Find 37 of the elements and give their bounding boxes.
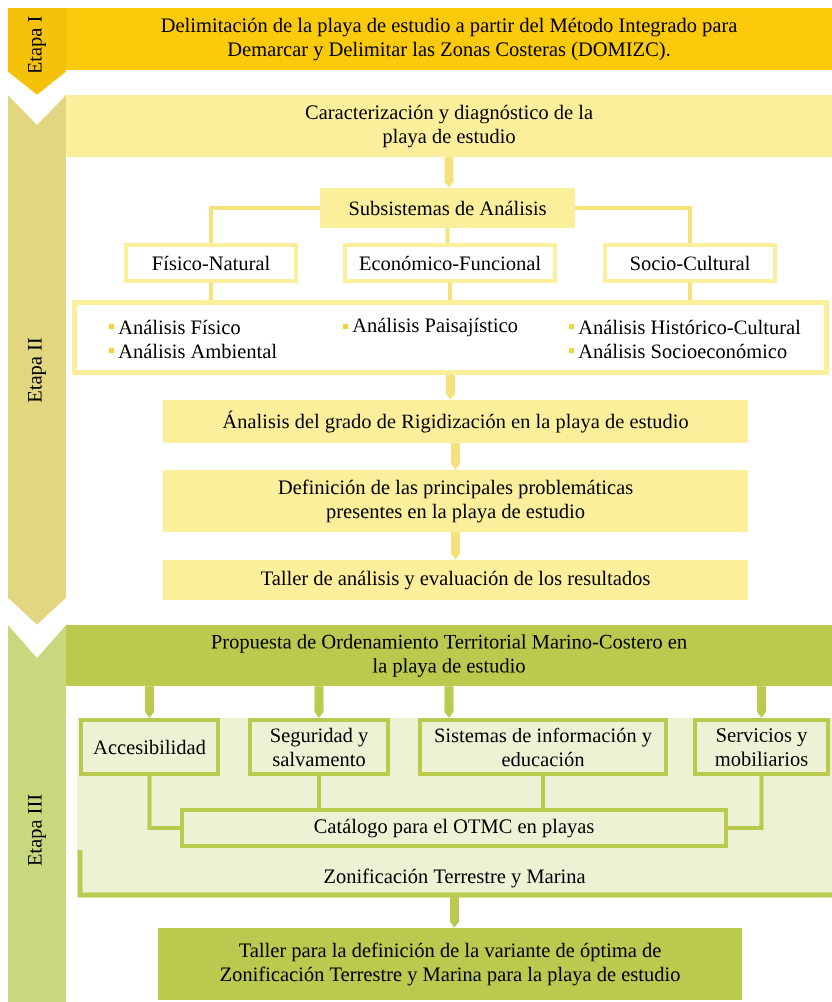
chevron-tip [8, 597, 66, 625]
analysis-box [72, 300, 829, 375]
process-box: Taller de análisis y evaluación de los resultados [163, 560, 748, 600]
list-item: Análisis Físico [118, 319, 240, 335]
connector [147, 776, 180, 830]
connector [209, 206, 320, 243]
connector [575, 206, 692, 243]
node-label: Etapa I [28, 16, 46, 74]
list-item: Análisis Paisajístico [352, 317, 518, 337]
category-box: Seguridad y salvamento [248, 718, 390, 776]
list-item: Análisis Socioeconómico [578, 343, 787, 359]
category-box: Accesibilidad [79, 718, 220, 776]
category-box: Servicios y mobiliarios [693, 718, 830, 776]
connector [448, 283, 452, 300]
connector [688, 283, 692, 300]
list-item: Análisis Ambiental [118, 343, 277, 359]
connector [728, 776, 764, 830]
connector [541, 776, 545, 808]
chevron-tip [8, 71, 66, 95]
node-label: Etapa II [28, 338, 46, 403]
process-box: Propuesta de Ordenamiento Territorial Marino-Costero en la playa de estudio [66, 625, 832, 686]
list-item: Análisis Histórico-Cultural [578, 319, 801, 335]
process-box: Delimitación de la playa de estudio a partir del Método Integrado para Demarcar y Delimitar las Zonas Costeras (DOMIZC). [66, 8, 832, 70]
process-box: Definición de las principales problemáticas presentes en la playa de estudio [163, 470, 748, 532]
category-box: Catálogo para el OTMC en playas [180, 808, 728, 848]
category-box: Económico-Funcional [343, 243, 557, 283]
category-box: Socio-Cultural [603, 243, 777, 283]
category-box: Físico-Natural [124, 243, 298, 283]
stage-band: Etapa III [8, 625, 66, 1002]
process-box: Subsistemas de Análisis [320, 188, 575, 228]
process-box: Ánalisis del grado de Rigidización en la playa de estudio [163, 400, 748, 443]
process-box: Caracterización y diagnóstico de la playa de estudio [66, 95, 832, 157]
connector [317, 776, 321, 808]
category-box: Sistemas de información y educación [418, 718, 668, 776]
connector [209, 283, 213, 300]
process-box: Taller para la definición de la variante de óptima de Zonificación Terrestre y Marina para la playa de estudio [158, 928, 742, 1000]
connector [445, 228, 450, 243]
